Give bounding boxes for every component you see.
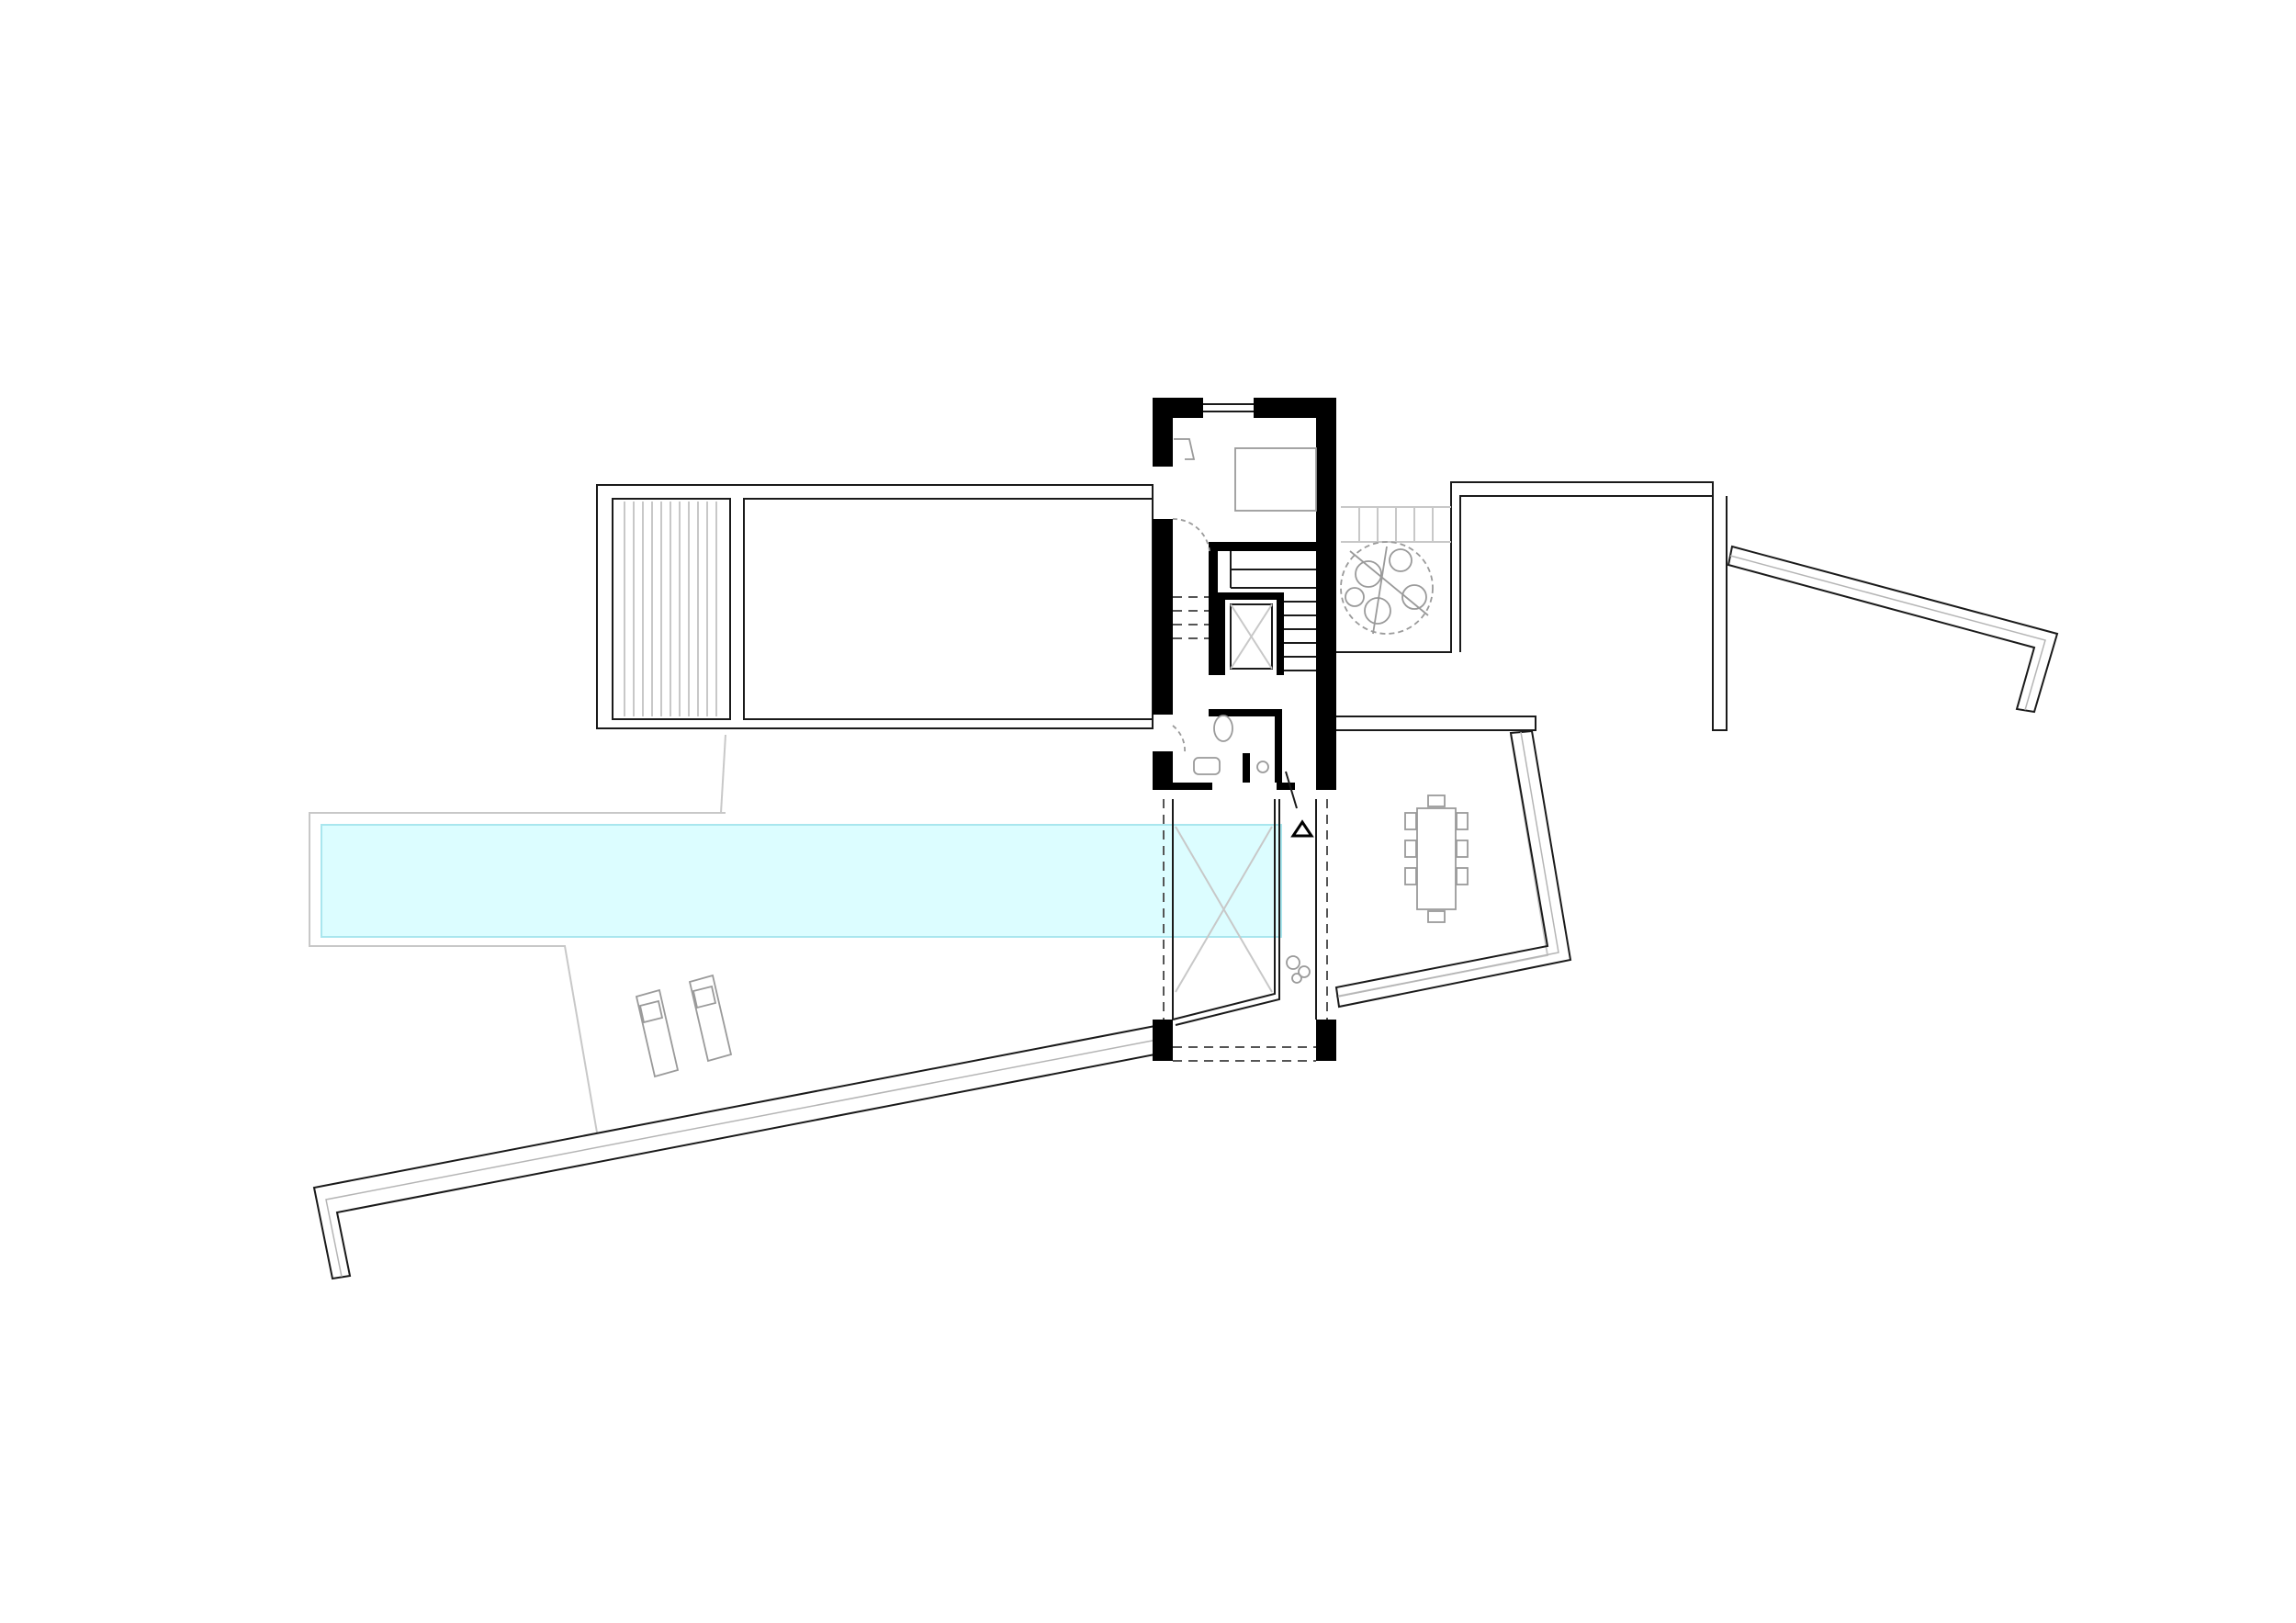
- east-upper-terrace: [1336, 481, 1728, 731]
- bed-icon: [1174, 438, 1317, 512]
- stairs-icon: [1173, 551, 1316, 671]
- triangle-marker-icon: [1290, 819, 1314, 838]
- lounger-icon: [635, 974, 733, 1078]
- swimming-pool: [321, 824, 1282, 938]
- toilet-icon: [1172, 715, 1269, 775]
- east-roof-ledge: [1336, 716, 1536, 731]
- tree-icon: [1340, 541, 1434, 635]
- west-wing-roof: [596, 484, 1154, 729]
- east-terrace-wall: [1727, 545, 2059, 714]
- central-tower: [1153, 398, 1336, 1061]
- pergola: [1163, 771, 1328, 1062]
- dining-set-icon: [1404, 795, 1469, 923]
- plant-icon: [1286, 955, 1311, 984]
- bedroom-door: [1172, 518, 1210, 552]
- north-window: [1203, 403, 1254, 412]
